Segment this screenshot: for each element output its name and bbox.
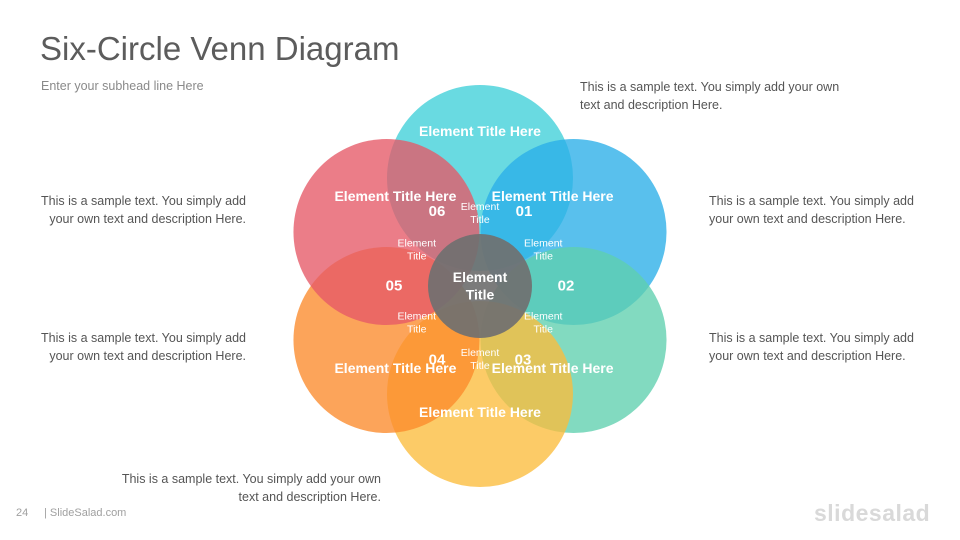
venn-circles bbox=[293, 85, 667, 487]
description-lower-right: This is a sample text. You simply add yo… bbox=[709, 331, 914, 363]
overlap-number-01: 01 bbox=[516, 203, 533, 220]
footer-site: | SlideSalad.com bbox=[44, 507, 127, 519]
overlap-number-04: 04 bbox=[429, 352, 446, 369]
page-subhead: Enter your subhead line Here bbox=[41, 79, 204, 93]
description-upper-left: This is a sample text. You simply add yo… bbox=[41, 194, 246, 226]
overlap-number-05: 05 bbox=[386, 277, 403, 294]
page-title: Six-Circle Venn Diagram bbox=[40, 30, 400, 67]
overlap-number-02: 02 bbox=[558, 277, 575, 294]
description-lower-left: This is a sample text. You simply add yo… bbox=[41, 331, 246, 363]
overlap-number-06: 06 bbox=[429, 203, 446, 220]
circle-title-3: Element Title Here bbox=[492, 360, 614, 376]
circle-title-1: Element Title Here bbox=[419, 123, 541, 139]
brand-logo: slidesalad bbox=[814, 500, 931, 526]
circle-title-2: Element Title Here bbox=[492, 188, 614, 204]
page-number: 24 bbox=[16, 507, 29, 519]
circle-title-5: Element Title Here bbox=[334, 360, 456, 376]
description-top-right: This is a sample text. You simply add yo… bbox=[580, 80, 840, 112]
circle-title-4: Element Title Here bbox=[419, 404, 541, 420]
description-bottom: This is a sample text. You simply add yo… bbox=[121, 472, 381, 504]
center-circle bbox=[428, 234, 532, 338]
circle-title-6: Element Title Here bbox=[334, 188, 456, 204]
description-upper-right: This is a sample text. You simply add yo… bbox=[709, 194, 914, 226]
overlap-number-03: 03 bbox=[515, 352, 532, 369]
